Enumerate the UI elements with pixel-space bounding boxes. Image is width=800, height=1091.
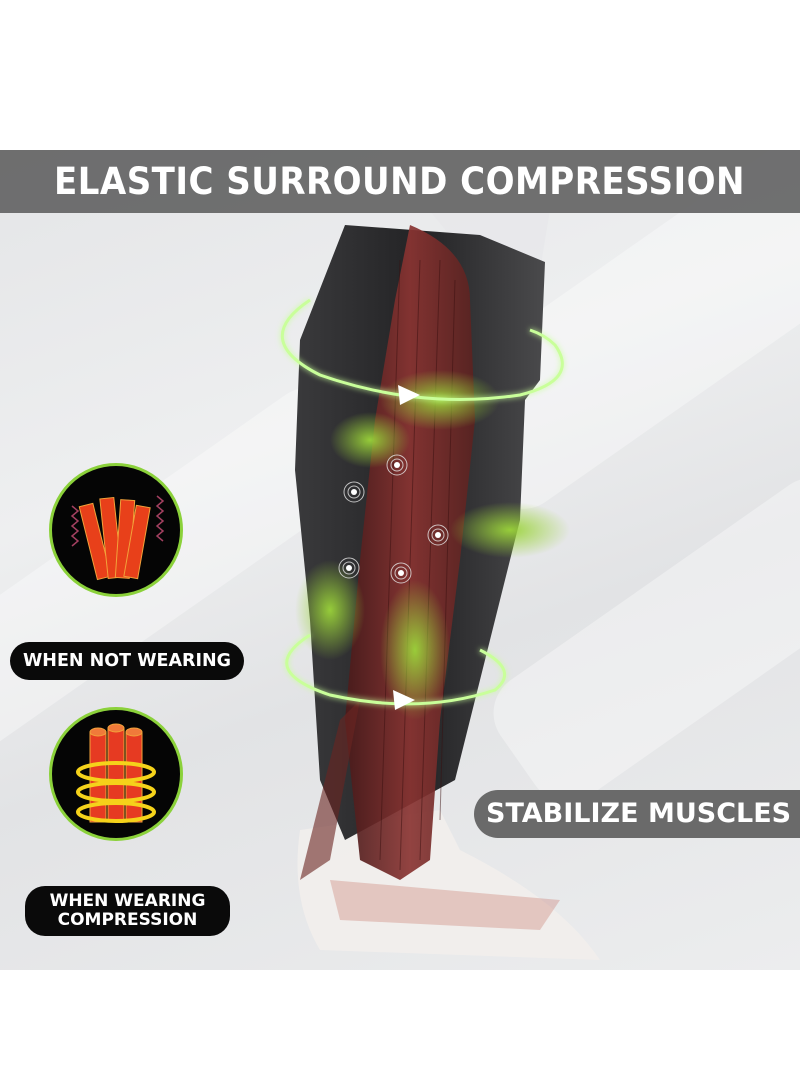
not-wearing-label: WHEN NOT WEARING: [10, 642, 244, 680]
compressed-muscle-fibers-icon: [49, 707, 183, 841]
wearing-label-line2: COMPRESSION: [57, 910, 198, 930]
wearing-label-line1: WHEN WEARING: [49, 891, 206, 911]
stabilize-muscles-callout: STABILIZE MUSCLES: [474, 790, 800, 838]
loose-muscle-fibers-icon: [49, 463, 183, 597]
page-title: ELASTIC SURROUND COMPRESSION: [54, 160, 746, 203]
product-image-scene: ELASTIC SURROUND COMPRESSION: [0, 150, 800, 970]
wearing-compression-label: WHEN WEARING COMPRESSION: [25, 886, 230, 936]
arrow: [330, 412, 410, 468]
title-banner: ELASTIC SURROUND COMPRESSION: [0, 150, 800, 213]
calf-sleeve-illustration: [281, 150, 600, 960]
